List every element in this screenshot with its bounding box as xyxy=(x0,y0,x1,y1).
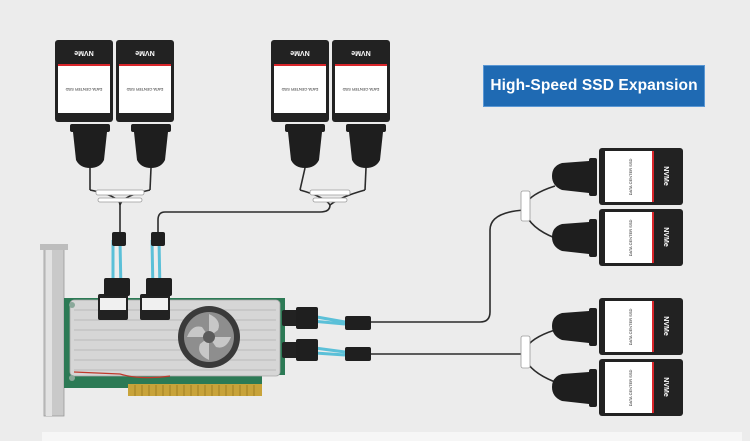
ssd-top-4-label: DATA CENTER SSD xyxy=(343,87,380,92)
slimsas-cables xyxy=(104,232,371,361)
ssd-right-2-label: DATA CENTER SSD xyxy=(628,220,633,257)
ssd-top-4: NVMe DATA CENTER SSD xyxy=(332,40,390,122)
pcie-adapter-card xyxy=(40,244,300,417)
connectors-top xyxy=(70,124,386,168)
ssd-right-1-label: DATA CENTER SSD xyxy=(628,159,633,196)
cable-ties xyxy=(95,189,531,369)
ssd-right-4-brand: NVMe xyxy=(662,377,669,397)
ssd-top-2-label: DATA CENTER SSD xyxy=(127,87,164,92)
ssd-right-4-label: DATA CENTER SSD xyxy=(628,370,633,407)
ssd-right-4: NVMe DATA CENTER SSD xyxy=(599,359,683,416)
ssd-right-3-brand: NVMe xyxy=(662,316,669,336)
ssd-top-2-brand: NVMe xyxy=(135,49,155,56)
ssd-right-1: NVMe DATA CENTER SSD xyxy=(599,148,683,205)
page-title: High-Speed SSD Expansion xyxy=(490,77,698,94)
ssd-right-2-brand: NVMe xyxy=(662,227,669,247)
ssd-right-2: NVMe DATA CENTER SSD xyxy=(599,209,683,266)
ssd-top-3-label: DATA CENTER SSD xyxy=(282,87,319,92)
ssd-top-4-brand: NVMe xyxy=(351,49,371,56)
ssd-top-3: NVMe DATA CENTER SSD xyxy=(271,40,329,122)
title-banner: High-Speed SSD Expansion xyxy=(483,65,705,107)
ssd-right-1-brand: NVMe xyxy=(662,166,669,186)
ssd-top-1: NVMe DATA CENTER SSD xyxy=(55,40,113,122)
ssd-top-1-brand: NVMe xyxy=(74,49,94,56)
ssd-right-3-label: DATA CENTER SSD xyxy=(628,309,633,346)
ssd-top-2: NVMe DATA CENTER SSD xyxy=(116,40,174,122)
ssd-right-3: NVMe DATA CENTER SSD xyxy=(599,298,683,355)
ssd-top-3-brand: NVMe xyxy=(290,49,310,56)
ssd-top-1-label: DATA CENTER SSD xyxy=(66,87,103,92)
connectors-right xyxy=(552,158,597,407)
